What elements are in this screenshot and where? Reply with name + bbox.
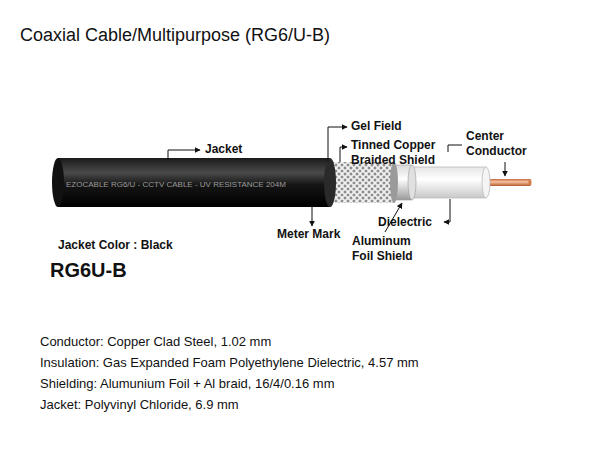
part-name: Meter Mark — [277, 227, 340, 242]
part-name: Gel Field — [351, 119, 402, 134]
leader-line — [312, 207, 313, 226]
center-conductor — [484, 179, 530, 186]
part-name: Aluminum Foil Shield — [352, 234, 427, 264]
braided-shield — [326, 162, 394, 203]
leader-line — [340, 147, 347, 162]
leader-line — [168, 150, 200, 160]
leader-line — [328, 127, 347, 162]
part-name: Jacket — [205, 142, 242, 157]
leader-line — [448, 145, 462, 152]
part-name: Center Conductor — [466, 129, 536, 159]
spec-line: Conductor: Copper Clad Steel, 1.02 mm — [40, 334, 271, 350]
jacket-color-note: Jacket Color : Black — [58, 238, 173, 253]
leader-line — [505, 162, 506, 176]
spec-line: Jacket: Polyvinyl Chloride, 6.9 mm — [40, 397, 239, 413]
cable-print: EZOCABLE RG6/U - CCTV CABLE - UV RESISTA… — [66, 180, 286, 190]
jacket — [58, 158, 330, 207]
leader-line — [444, 199, 450, 222]
model-name: RG6U-B — [50, 258, 127, 283]
part-name: Dielectric — [378, 215, 432, 230]
spec-line: Insulation: Gas Expanded Foam Polyethyle… — [40, 355, 419, 371]
diagram-title: Coaxial Cable/Multipurpose (RG6/U-B) — [20, 24, 330, 47]
spec-line: Shielding: Alumunium Foil + Al braid, 16… — [40, 376, 334, 392]
dielectric — [410, 167, 486, 198]
part-name: Tinned Copper Braided Shield — [351, 138, 451, 168]
